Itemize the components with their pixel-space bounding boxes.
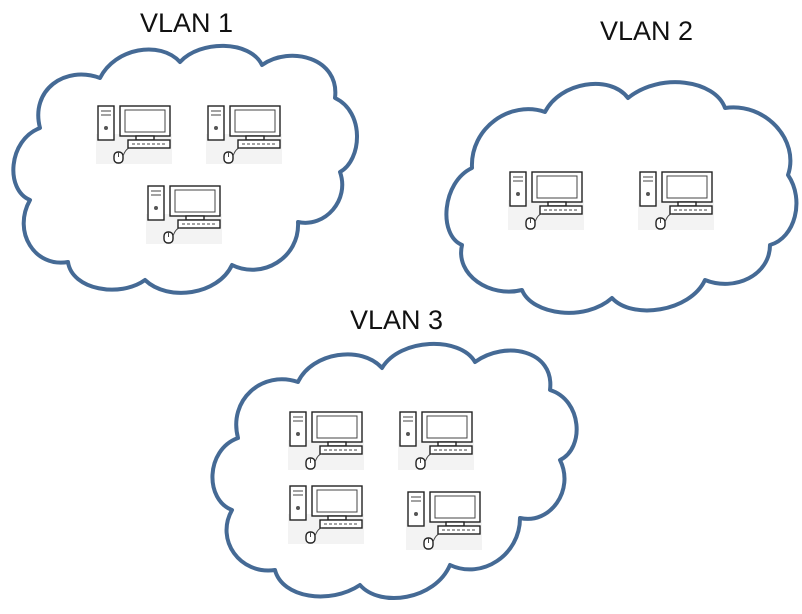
vlan-2-computer-2	[636, 170, 716, 232]
desktop-computer-icon	[406, 491, 482, 550]
vlan-1-label: VLAN 1	[140, 8, 234, 38]
vlan-2-label: VLAN 2	[600, 16, 694, 46]
vlan-3-cloud	[210, 342, 579, 600]
desktop-computer-icon	[206, 105, 282, 164]
vlan-1-computer-1	[94, 104, 174, 166]
vlan-3-computer-2	[396, 410, 476, 472]
desktop-computer-icon	[288, 485, 364, 544]
vlan-1-cloud	[11, 43, 359, 295]
desktop-computer-icon	[288, 411, 364, 470]
vlan-2-cloud	[444, 80, 799, 315]
desktop-computer-icon	[146, 185, 222, 244]
vlan-1-computer-3	[144, 184, 224, 246]
desktop-computer-icon	[638, 171, 714, 230]
vlan-1-computer-2	[204, 104, 284, 166]
vlan-3-label: VLAN 3	[350, 305, 444, 335]
vlan-3-computer-3	[286, 484, 366, 546]
desktop-computer-icon	[508, 171, 584, 230]
vlan-3-computer-1	[286, 410, 366, 472]
desktop-computer-icon	[96, 105, 172, 164]
vlan-2-computer-1	[506, 170, 586, 232]
vlan-3-computer-4	[404, 490, 484, 552]
desktop-computer-icon	[398, 411, 474, 470]
